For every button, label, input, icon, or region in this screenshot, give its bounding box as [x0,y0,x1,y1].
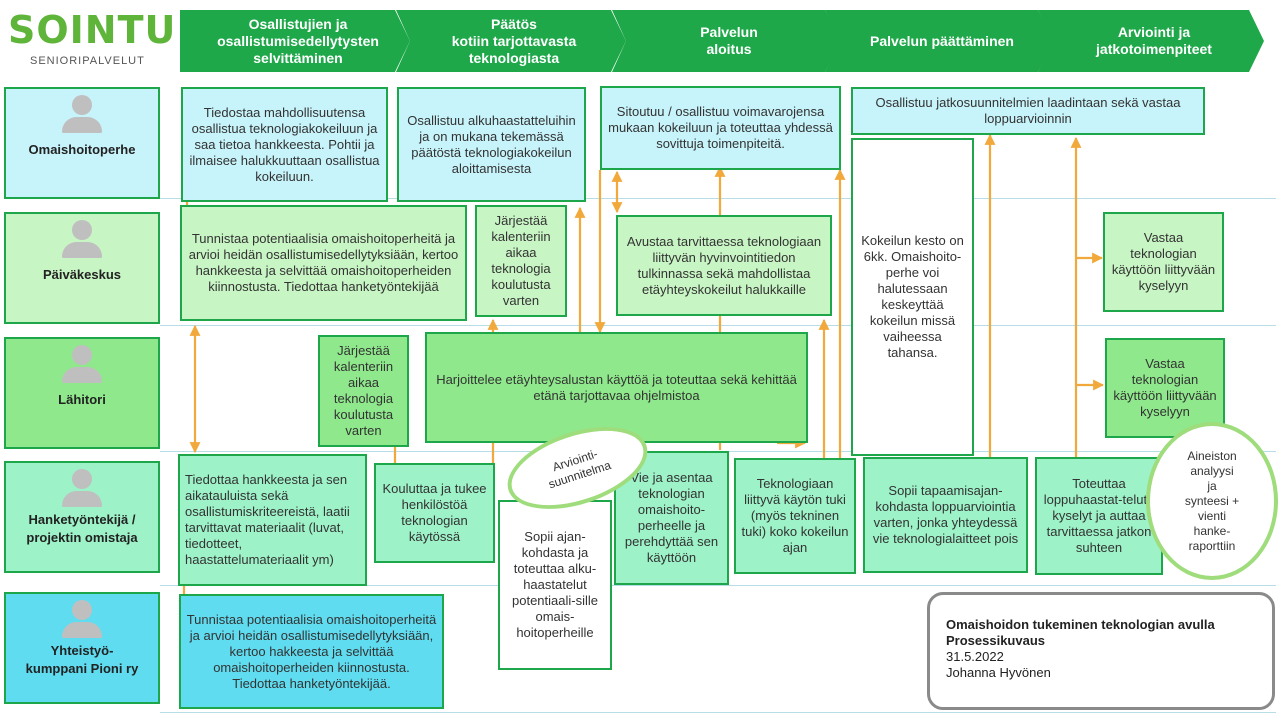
phase-3: Palvelun aloitus [612,10,840,72]
person-icon [59,469,105,507]
lane-label: Omaishoitoperhe [28,142,136,157]
lane-yhteistyokumppani: Yhteistyö- kumppani Pioni ry [4,592,160,704]
phase-5: Arviointi ja jatkotoimenpiteet [1038,10,1264,72]
lane-label: Yhteistyö- kumppani Pioni ry [25,643,139,676]
lane-omaishoitoperhe: Omaishoitoperhe [4,87,160,199]
box-sopii-ajankohdasta-alku: Sopii ajan-kohdasta ja toteuttaa alku-ha… [498,500,612,670]
lane-separator [160,198,1276,199]
box-tunnistaa-paivakeskus: Tunnistaa potentiaalisia omaishoitoperhe… [180,205,467,321]
info-title: Omaishoidon tukeminen teknologian avulla… [946,617,1215,648]
box-tiedottaa-hankkeesta: Tiedottaa hankkeesta ja sen aikatauluist… [178,454,367,586]
lane-label: Hanketyöntekijä / projektin omistaja [26,512,138,545]
box-sopii-tapaamisajankohdasta: Sopii tapaamisajan-kohdasta loppuarvioin… [863,457,1028,573]
person-icon [59,95,105,133]
box-vastaa-kyselyyn-lahitori: Vastaa teknologian käyttöön liittyvään k… [1105,338,1225,438]
box-toteuttaa-loppuhaastattelut: Toteuttaa loppuhaastat-telut / kyselyt j… [1035,457,1163,575]
lane-label: Päiväkeskus [42,267,122,282]
lane-separator [160,325,1276,326]
phase-4: Palvelun päättäminen [825,10,1053,72]
box-osallistuu-alkuhaastatteluihin: Osallistuu alkuhaastatteluihin ja on muk… [397,87,586,202]
box-jarjestaa-kalenteriin-lahitori: Järjestää kalenteriin aikaa teknologia k… [318,335,409,447]
lane-label: Lähitori [58,392,106,407]
lane-hanketyontekija: Hanketyöntekijä / projektin omistaja [4,461,160,573]
lane-paivakeskus: Päiväkeskus [4,212,160,324]
lane-separator [160,712,1276,713]
box-harjoittelee-etayhteysalustan: Harjoittelee etäyhteysalustan käyttöä ja… [425,332,808,443]
info-author: Johanna Hyvönen [946,665,1051,680]
box-vie-ja-asentaa: Vie ja asentaa teknologian omaishoito-pe… [614,451,729,585]
box-kouluttaa-ja-tukee: Kouluttaa ja tukee henkilöstöä teknologi… [374,463,495,563]
phase-1: Osallistujien ja osallistumisedellytyste… [180,10,410,72]
box-tunnistaa-pioni: Tunnistaa potentiaalisia omaishoitoperhe… [179,594,444,709]
box-osallistuu-jatkosuunnitelmien: Osallistuu jatkosuunnitelmien laadintaan… [851,87,1205,135]
box-tiedostaa-mahdollisuutensa: Tiedostaa mahdollisuutensa osallistua te… [181,87,388,202]
logo-subtitle: SENIORIPALVELUT [30,55,145,67]
lane-lahitori: Lähitori [4,337,160,449]
logo: SOINTU [8,8,177,52]
info-date: 31.5.2022 [946,649,1004,664]
box-sitoutuu-osallistuu: Sitoutuu / osallistuu voimavarojensa muk… [600,86,841,170]
person-icon [59,220,105,258]
info-box: Omaishoidon tukeminen teknologian avulla… [927,592,1275,710]
oval-aineiston-analyysi: Aineiston analyysi ja synteesi + vienti … [1146,422,1278,580]
box-jarjestaa-kalenteriin-paivakeskus: Järjestää kalenteriin aikaa teknologia k… [475,205,567,317]
person-icon [59,345,105,383]
person-icon [59,600,105,638]
box-vastaa-kyselyyn-paivakeskus: Vastaa teknologian käyttöön liittyvään k… [1103,212,1224,312]
box-teknologiaan-liittyva-tuki: Teknologiaan liittyvä käytön tuki (myös … [734,458,856,574]
box-avustaa-tarvittaessa: Avustaa tarvittaessa teknologiaan liitty… [616,215,832,316]
phase-2: Päätös kotiin tarjottavasta teknologiast… [396,10,626,72]
lane-separator [160,585,1276,586]
box-kokeilun-kesto: Kokeilun kesto on 6kk. Omaishoito-perhe … [851,138,974,456]
